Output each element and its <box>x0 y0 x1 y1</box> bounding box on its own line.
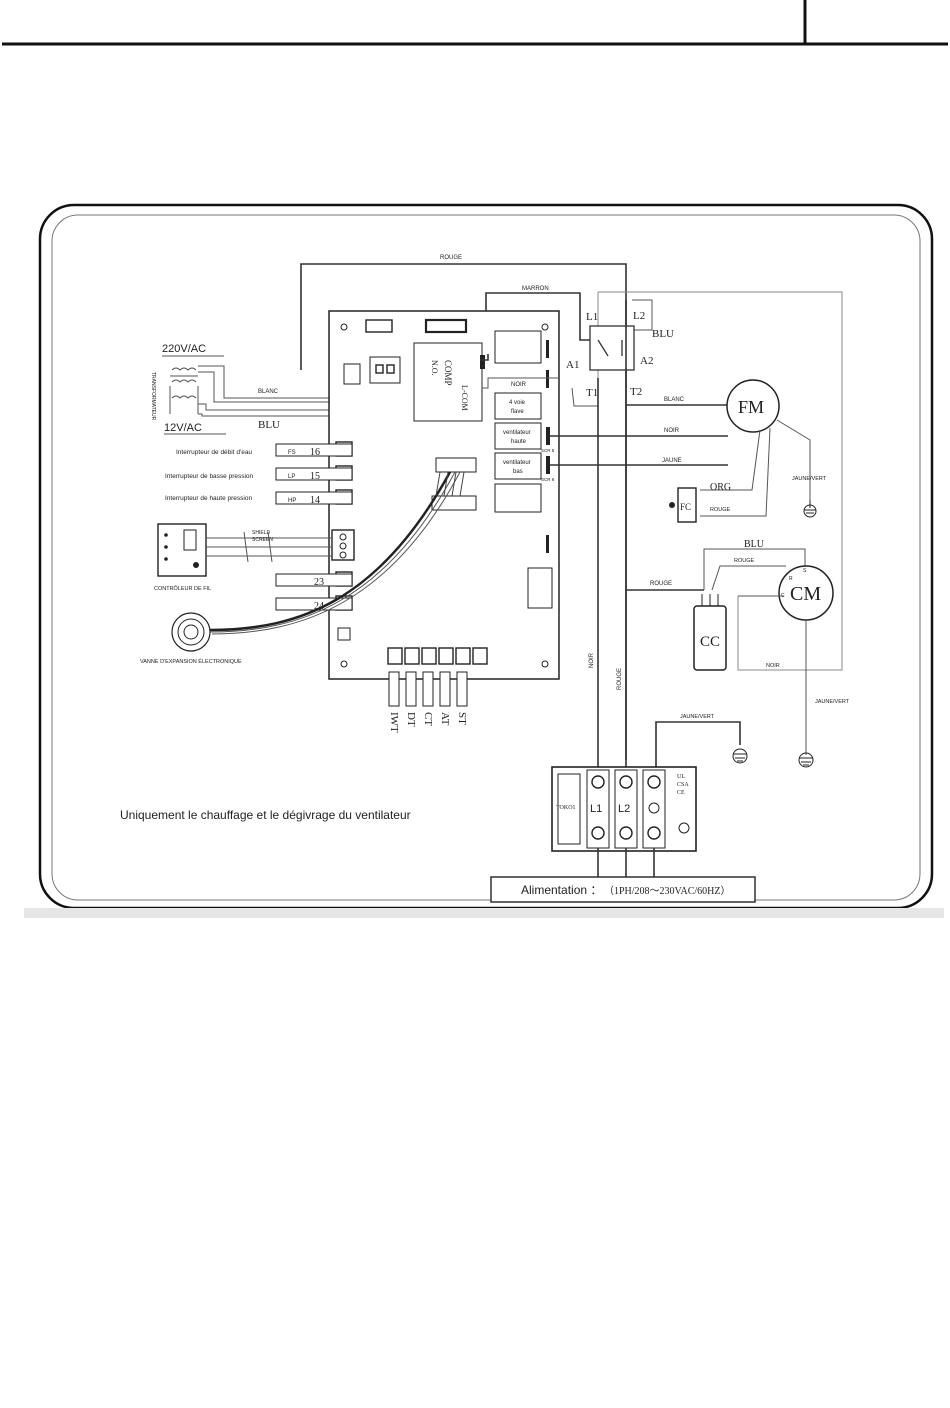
terminal-ground-icon <box>648 802 660 814</box>
terminal-cert-csa: CSA <box>677 782 689 788</box>
relay-4voie-l1: 4 voie <box>509 400 526 406</box>
switch-code-flow: FS <box>288 450 296 456</box>
switch-code-hp: HP <box>288 498 296 504</box>
sensor-iwt: IWT <box>388 712 400 733</box>
terminal-block: TOKO1 L1 L2 UL CSA CE <box>551 766 697 878</box>
contactor-t2: T2 <box>630 386 642 398</box>
controller-shield: SHIELD <box>252 530 270 536</box>
wire-label-jaune: JAUNE <box>662 458 682 464</box>
switch-label-lp: Interrupteur de basse pression <box>165 473 254 480</box>
switch-pin-lp: 15 <box>310 471 320 482</box>
wire-label-blanc-fm: BLANC <box>664 397 685 403</box>
wire-label-org: ORG <box>710 482 731 493</box>
wire-label-blanc-transfo: BLANC <box>258 389 279 395</box>
aux-pin-24: 24 <box>314 601 324 612</box>
wire-label-rouge-main: ROUGE <box>617 668 623 690</box>
temperature-sensors: IWT DT CT AT ST <box>388 671 468 733</box>
power-supply-label: Alimentation ： <box>521 883 602 897</box>
transformer-secondary: 12V/AC <box>164 422 202 434</box>
wired-controller: SHIELD SCREEN CONTRÔLEUR DE FIL <box>154 523 332 592</box>
wire-label-rouge-top: ROUGE <box>440 255 462 261</box>
fan-capacitor <box>677 487 697 523</box>
fan-motor: FM JAUNE/VERT ORG ROUGE FC <box>669 379 827 523</box>
wire-label-rouge-cc: ROUGE <box>650 581 672 587</box>
wire-label-marron: MARRON <box>522 286 549 292</box>
comp-relay-label: COMP <box>443 360 453 386</box>
controller-cable: SCREEN <box>252 537 273 543</box>
contactor-t1: T1 <box>586 387 598 399</box>
contactor-l2: L2 <box>633 310 645 322</box>
compressor: ROUGE BLU ROUGE CM S R C NOIR JAUNE/VERT… <box>626 539 850 768</box>
sensor-at: AT <box>439 712 451 726</box>
ground-icon-cm <box>798 752 814 768</box>
valve-label: VANNE D'EXPANSION ÉLECTRONIQUE <box>140 658 242 665</box>
switch-code-lp: LP <box>288 474 295 480</box>
comp-motor-label: CM <box>790 583 821 605</box>
switch-pin-hp: 14 <box>310 495 320 506</box>
expansion-valve: VANNE D'EXPANSION ÉLECTRONIQUE <box>140 471 465 665</box>
spr-label-6: SCR 6 <box>541 477 555 482</box>
switch-label-flow: Interrupteur de débit d'eau <box>176 449 252 456</box>
switch-pin-flow: 16 <box>310 447 320 458</box>
mains-wires: NOIR ROUGE JAUNE/VERT <box>589 300 748 770</box>
lcom-label: L-COM <box>460 385 469 411</box>
relay-vent-haute-l1: ventilateur <box>503 430 531 436</box>
relay-4voie-l2: flave <box>511 409 524 415</box>
wire-label-blu-transfo: BLU <box>258 419 280 431</box>
comp-capacitor-label: CC <box>700 634 720 650</box>
comp-motor-r: R <box>789 576 793 582</box>
relay-vent-haute-l2: haute <box>511 439 527 445</box>
wire-label-jaune-vert-main: JAUNE/VERT <box>680 714 715 720</box>
wire-label-rouge-cm: ROUGE <box>734 558 755 564</box>
wire-label-jaune-vert-cm: JAUNE/VERT <box>815 699 850 705</box>
spr-label-5: SCR 5 <box>541 448 555 453</box>
comp-relay-sub: N.O. <box>430 360 439 376</box>
terminal-cert-ce: CE <box>677 790 685 796</box>
wire-label-rouge-fc: ROUGE <box>710 507 731 513</box>
wire-label-noir-main: NOIR <box>589 652 595 668</box>
transformer-primary: 220V/AC <box>162 343 206 355</box>
diagram-note: Uniquement le chauffage et le dégivrage … <box>120 808 411 822</box>
controller-label: CONTRÔLEUR DE FIL <box>154 585 211 592</box>
fan-capacitor-label: FC <box>680 502 691 512</box>
page-header <box>2 0 948 46</box>
ground-icon-fm <box>803 500 817 518</box>
contactor-a1: A1 <box>566 359 579 371</box>
wire-label-blu-cm: BLU <box>744 539 765 550</box>
switches: Interrupteur de débit d'eau FS 16 Interr… <box>165 443 353 612</box>
wire-label-noir-board: NOIR <box>511 382 527 388</box>
wire-label-jaune-vert-fm: JAUNE/VERT <box>792 476 827 482</box>
relay-vent-bas-l1: ventilateur <box>503 460 531 466</box>
contactor-l1: L1 <box>586 311 598 323</box>
contactor-a2: A2 <box>640 355 653 367</box>
aux-pin-23: 23 <box>314 577 324 588</box>
power-supply-spec: （1PH/208～230VAC/60HZ） <box>604 885 731 897</box>
relay-vent-bas-l2: bas <box>513 469 523 475</box>
terminal-cert-ul: UL <box>677 774 685 780</box>
transformer-label: TRANSFORMATEUR <box>150 372 156 421</box>
ground-icon-main <box>732 748 748 764</box>
diagram-inner-frame <box>51 214 921 901</box>
terminal-l1: L1 <box>590 803 602 815</box>
wire-label-noir-cm: NOIR <box>766 663 780 669</box>
contactor-blu: BLU <box>652 328 674 340</box>
board-wires: NOIR NOIR JAUNE BLANC <box>480 354 728 466</box>
sensor-st: ST <box>456 712 468 725</box>
sensor-dt: DT <box>405 712 417 727</box>
power-supply-box: Alimentation ： （1PH/208～230VAC/60HZ） <box>490 876 756 903</box>
frame-bottom-band <box>24 908 944 918</box>
sensor-ct: CT <box>422 712 434 726</box>
comp-motor-s: S <box>803 568 807 574</box>
fan-motor-label: FM <box>738 397 764 417</box>
wire-label-noir-fm: NOIR <box>664 428 680 434</box>
terminal-model: TOKO1 <box>556 805 576 811</box>
switch-label-hp: Interrupteur de haute pression <box>165 495 252 502</box>
terminal-l2: L2 <box>618 803 630 815</box>
